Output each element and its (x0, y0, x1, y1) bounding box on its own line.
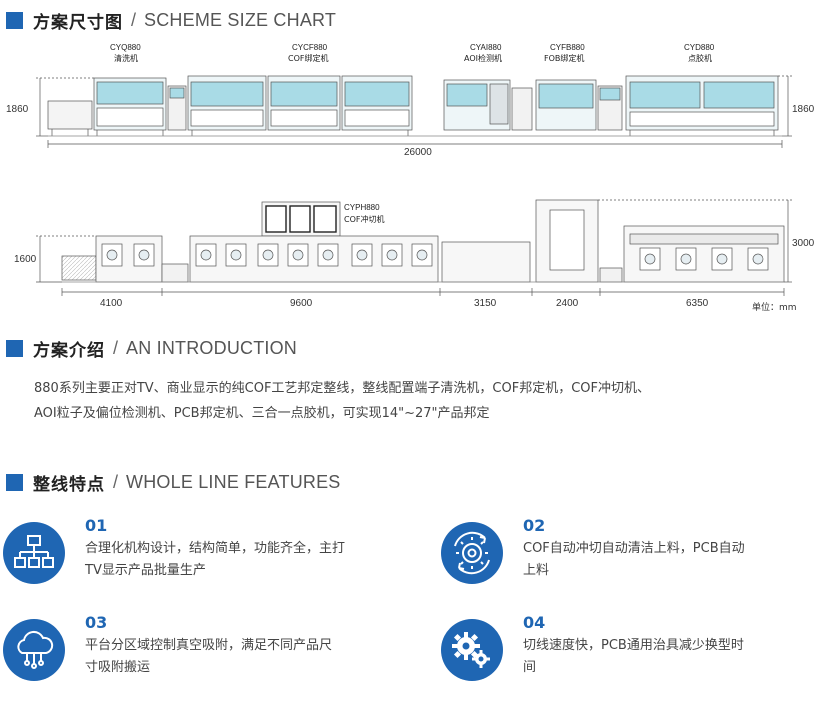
bottom-segment-dimensions (61, 288, 785, 296)
section-separator: / (113, 338, 119, 358)
machine-name-cleaning: 清洗机 (114, 53, 138, 63)
section-header-introduction: 方案介绍 / AN INTRODUCTION (6, 336, 297, 361)
machine-name-aoi: AOI检测机 (464, 53, 502, 63)
segment-label-9600: 9600 (290, 298, 313, 309)
bottom-height-left-label: 1600 (14, 254, 37, 265)
feature-number: 01 (85, 516, 108, 535)
segment-label-4100: 4100 (100, 298, 123, 309)
introduction-text: 880系列主要正对TV、商业显示的纯COF工艺邦定整线，整线配置端子清洗机，CO… (34, 376, 794, 426)
feature-icon-circle (3, 619, 65, 681)
section-title-cn: 方案介绍 (33, 341, 105, 361)
top-height-left-label: 1860 (6, 104, 29, 115)
feature-text-line-1: 合理化机构设计，结构简单，功能齐全，主打 (85, 541, 346, 556)
feature-02: 02 COF自动冲切自动清洁上料，PCB自动 上料 (441, 516, 771, 602)
bottom-line-drawing (61, 199, 785, 283)
feature-text-line-2: 寸吸附搬运 (85, 660, 151, 675)
section-title-en: WHOLE LINE FEATURES (126, 472, 341, 492)
gear-cycle-icon (454, 531, 490, 575)
segment-label-2400: 2400 (556, 298, 579, 309)
section-header-size-chart: 方案尺寸图 / SCHEME SIZE CHART (6, 8, 336, 33)
introduction-line-2: AOI粒子及偏位检测机、PCB邦定机、三合一点胶机，可实现14"~27"产品邦定 (34, 406, 490, 421)
top-total-dimension (47, 140, 783, 148)
section-title-cn: 整线特点 (33, 475, 105, 495)
segment-label-6350: 6350 (686, 298, 709, 309)
section-marker (6, 12, 23, 29)
section-header-features: 整线特点 / WHOLE LINE FEATURES (6, 470, 341, 495)
feature-text-line-1: COF自动冲切自动清洁上料，PCB自动 (523, 541, 745, 556)
machine-model-cyai880: CYAI880 (470, 43, 502, 52)
feature-text-line-2: 间 (523, 660, 537, 675)
top-total-label: 26000 (404, 147, 432, 158)
sitemap-icon (14, 535, 54, 568)
line-layout-diagram: 1860 1860 26000 CYQ880 清洗机 CYCF880 COF绑定… (6, 43, 815, 313)
top-height-right-label: 1860 (792, 104, 815, 115)
introduction-line-1: 880系列主要正对TV、商业显示的纯COF工艺邦定整线，整线配置端子清洗机，CO… (34, 381, 651, 396)
feature-icon-circle (441, 522, 503, 584)
bottom-height-dimension (36, 199, 792, 283)
machine-model-cyq880: CYQ880 (110, 43, 141, 52)
gears-icon (452, 632, 490, 668)
machine-model-cyph880: CYPH880 (344, 203, 380, 212)
feature-03: 03 平台分区域控制真空吸附，满足不同产品尺 寸吸附搬运 (3, 613, 333, 699)
top-line-drawing (47, 75, 782, 137)
machine-model-cyfb880: CYFB880 (550, 43, 585, 52)
section-separator: / (113, 472, 119, 492)
feature-01: 01 合理化机构设计，结构简单，功能齐全，主打 TV显示产品批量生产 (3, 516, 345, 602)
feature-04: 04 切线速度快，PCB通用治具减少换型时 间 (441, 613, 771, 699)
feature-icon-circle (441, 619, 503, 681)
section-marker (6, 340, 23, 357)
feature-number: 02 (523, 516, 546, 535)
unit-label: 单位：mm (752, 301, 797, 313)
section-title-cn: 方案尺寸图 (33, 13, 123, 33)
section-marker (6, 474, 23, 491)
segment-label-3150: 3150 (474, 298, 497, 309)
machine-name-dispensing: 点胶机 (688, 53, 712, 63)
feature-text-line-1: 切线速度快，PCB通用治具减少换型时 (523, 638, 744, 653)
feature-text-line-2: 上料 (523, 563, 550, 578)
machine-name-cof-punch: COF冲切机 (344, 214, 384, 224)
section-title-en: SCHEME SIZE CHART (144, 10, 337, 30)
feature-text: 切线速度快，PCB通用治具减少换型时 间 (523, 635, 818, 679)
feature-text-line-2: TV显示产品批量生产 (85, 563, 206, 578)
machine-model-cyd880: CYD880 (684, 43, 715, 52)
machine-name-fob-bonding: FOB绑定机 (544, 53, 584, 63)
machine-name-cof-bonding: COF绑定机 (288, 53, 328, 63)
feature-text: 合理化机构设计，结构简单，功能齐全，主打 TV显示产品批量生产 (85, 538, 385, 582)
machine-model-cycf880: CYCF880 (292, 43, 328, 52)
feature-text-line-1: 平台分区域控制真空吸附，满足不同产品尺 (85, 638, 333, 653)
feature-text: COF自动冲切自动清洁上料，PCB自动 上料 (523, 538, 818, 582)
cloud-network-icon (17, 630, 54, 669)
bottom-height-right-label: 3000 (792, 238, 815, 249)
top-height-dimension (36, 75, 792, 137)
feature-number: 03 (85, 613, 108, 632)
feature-number: 04 (523, 613, 546, 632)
feature-text: 平台分区域控制真空吸附，满足不同产品尺 寸吸附搬运 (85, 635, 385, 679)
feature-icon-circle (3, 522, 65, 584)
section-separator: / (131, 10, 137, 30)
section-title-en: AN INTRODUCTION (126, 338, 298, 358)
